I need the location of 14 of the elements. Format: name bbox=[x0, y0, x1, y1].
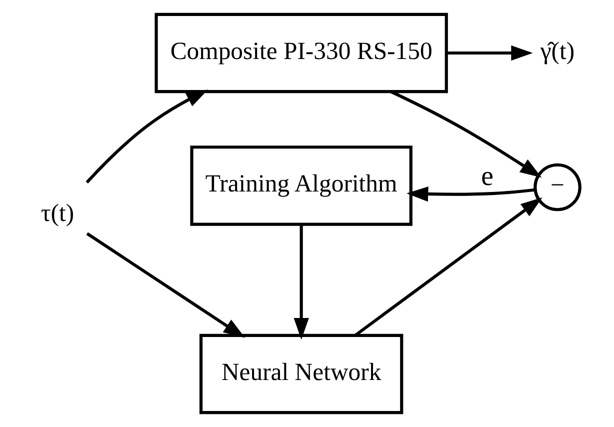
arrow bbox=[390, 90, 542, 178]
node-text: τ(t) bbox=[40, 200, 74, 227]
arrow bbox=[86, 232, 245, 338]
node-circle: − bbox=[533, 163, 581, 212]
node-text: γ̂(t) bbox=[540, 38, 574, 65]
arrow bbox=[85, 90, 208, 184]
arrow bbox=[293, 224, 308, 340]
arrow bbox=[354, 197, 542, 337]
node-box: Composite PI-330 RS-150 bbox=[154, 12, 448, 94]
node-box: Training Algorithm bbox=[190, 146, 412, 226]
node-box: Neural Network bbox=[198, 334, 403, 414]
edge-label: e bbox=[480, 160, 493, 192]
arrow bbox=[446, 45, 532, 61]
arrow bbox=[406, 186, 535, 202]
